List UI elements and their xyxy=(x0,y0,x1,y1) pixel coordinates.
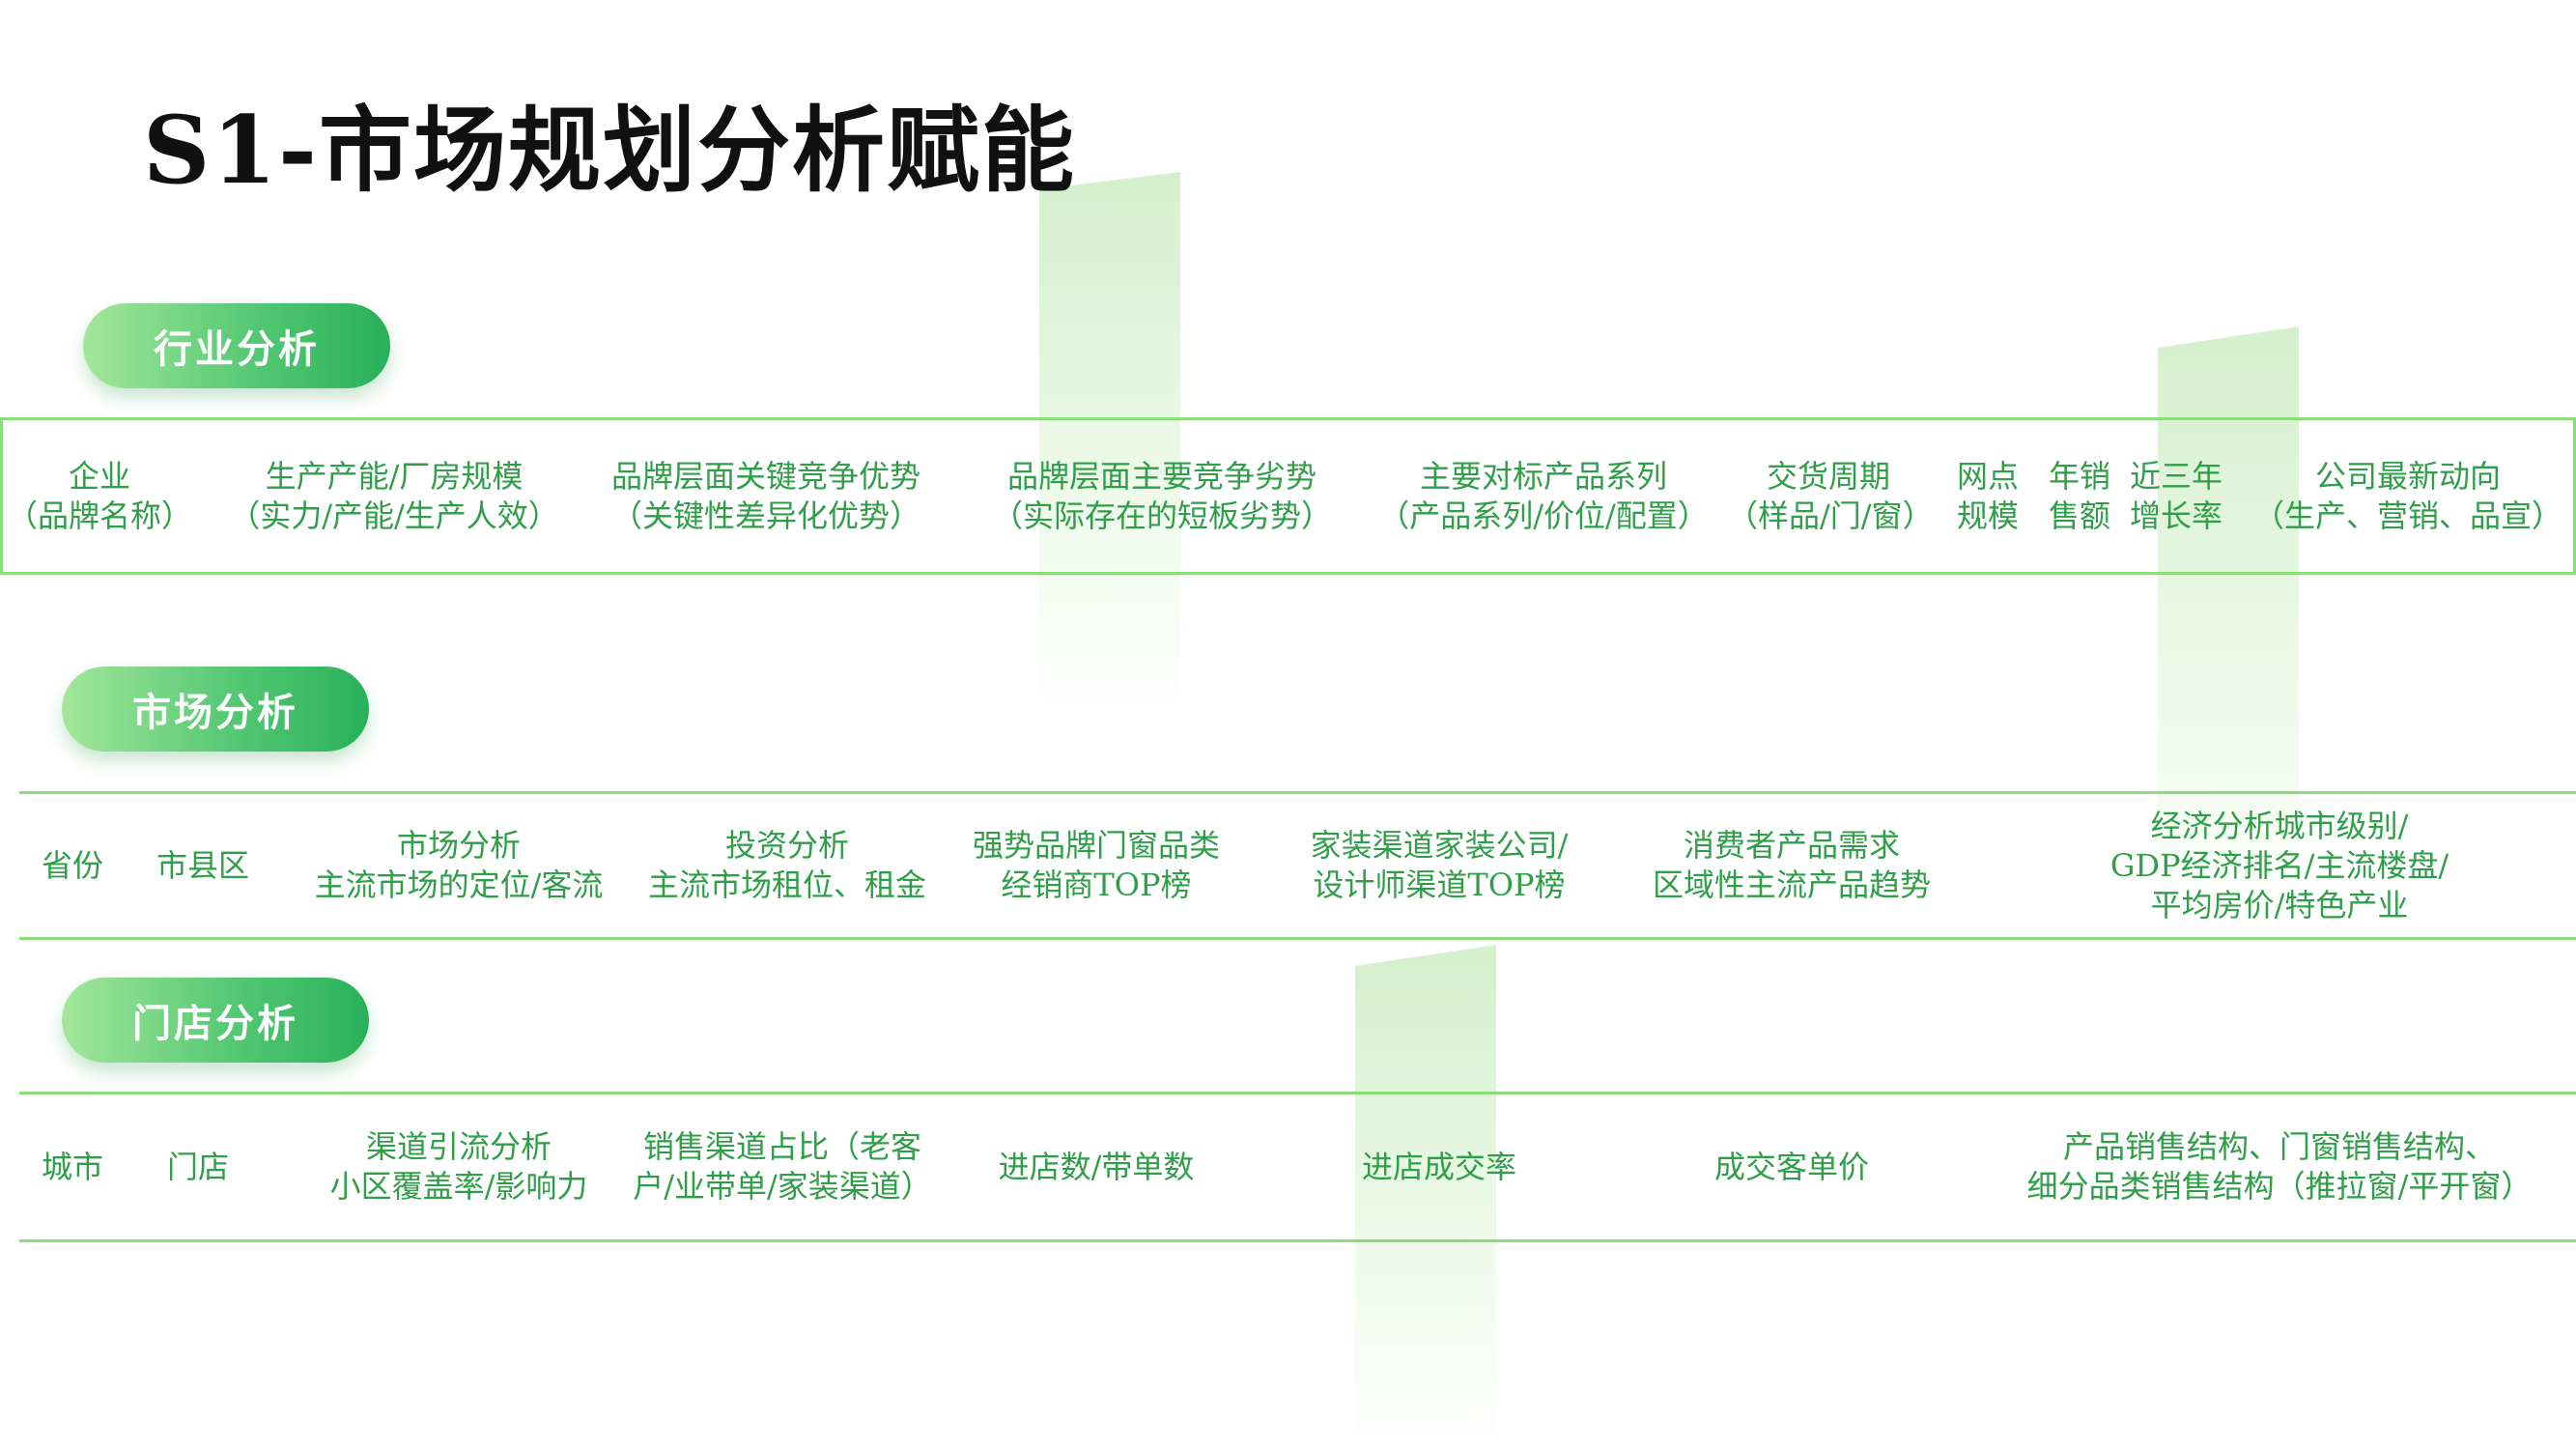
industry-col-outlets: 网点 规模 xyxy=(1956,457,2019,534)
market-bottom-divider xyxy=(19,937,2576,940)
market-analysis-pill: 市场分析 xyxy=(62,667,369,752)
market-col-consumer-demand: 消费者产品需求 区域性主流产品趋势 xyxy=(1652,827,1931,903)
industry-col-benchmark-products: 主要对标产品系列 （产品系列/价位/配置） xyxy=(1378,457,1709,534)
industry-col-delivery-cycle: 交货周期 （样品/门/窗） xyxy=(1727,457,1934,534)
market-col-brand-dealers: 强势品牌门窗品类 经销商TOP榜 xyxy=(972,827,1220,903)
store-top-divider xyxy=(19,1092,2576,1094)
market-col-province: 省份 xyxy=(41,846,103,884)
industry-analysis-row: 企业 （品牌名称） 生产产能/厂房规模 （实力/产能/生产人效） 品牌层面关键竞… xyxy=(0,417,2576,575)
industry-col-growth-rate: 近三年 增长率 xyxy=(2129,457,2222,534)
decorative-bar xyxy=(1355,945,1496,1449)
store-col-avg-order-value: 成交客单价 xyxy=(1713,1148,1869,1185)
store-col-sales-structure: 产品销售结构、门窗销售结构、 细分品类销售结构（推拉窗/平开窗） xyxy=(2026,1128,2533,1205)
market-col-district: 市县区 xyxy=(156,846,249,884)
store-analysis-row: 城市 门店 渠道引流分析 小区覆盖率/影响力 销售渠道占比（老客 户/业带单/家… xyxy=(0,1094,2576,1239)
market-col-economic-analysis: 经济分析城市级别/ GDP经济排名/主流楼盘/ 平均房价/特色产业 xyxy=(2109,807,2449,923)
decorative-bar xyxy=(1039,172,1180,713)
store-col-traffic-analysis: 渠道引流分析 小区覆盖率/影响力 xyxy=(329,1128,588,1205)
store-col-city: 城市 xyxy=(41,1148,103,1185)
store-col-channel-share: 销售渠道占比（老客 户/业带单/家装渠道） xyxy=(633,1128,932,1205)
store-analysis-pill: 门店分析 xyxy=(62,978,369,1063)
store-bottom-divider xyxy=(19,1239,2576,1242)
industry-col-capacity: 生产产能/厂房规模 （实力/产能/生产人效） xyxy=(229,457,559,534)
industry-col-annual-sales: 年销 售额 xyxy=(2048,457,2110,534)
market-col-decoration-channels: 家装渠道家装公司/ 设计师渠道TOP榜 xyxy=(1310,827,1569,903)
market-col-market-analysis: 市场分析 主流市场的定位/客流 xyxy=(314,827,604,903)
industry-col-disadvantage: 品牌层面主要竞争劣势 （实际存在的短板劣势） xyxy=(991,457,1332,534)
market-analysis-row: 省份 市县区 市场分析 主流市场的定位/客流 投资分析 主流市场租位、租金 强势… xyxy=(0,794,2576,937)
store-col-store: 门店 xyxy=(166,1148,229,1185)
store-col-conversion-rate: 进店成交率 xyxy=(1361,1148,1516,1185)
industry-col-enterprise: 企业 （品牌名称） xyxy=(6,457,192,534)
industry-col-advantage: 品牌层面关键竞争优势 （关键性差异化优势） xyxy=(610,457,920,534)
industry-analysis-pill: 行业分析 xyxy=(83,303,390,388)
decorative-bar xyxy=(2158,327,2299,945)
market-top-divider xyxy=(19,791,2576,794)
store-col-visits-orders: 进店数/带单数 xyxy=(998,1148,1195,1185)
industry-col-latest-trends: 公司最新动向 （生产、营销、品宣） xyxy=(2252,457,2562,534)
market-col-investment-analysis: 投资分析 主流市场租位、租金 xyxy=(647,827,926,903)
page-title: S1-市场规划分析赋能 xyxy=(143,96,1076,205)
